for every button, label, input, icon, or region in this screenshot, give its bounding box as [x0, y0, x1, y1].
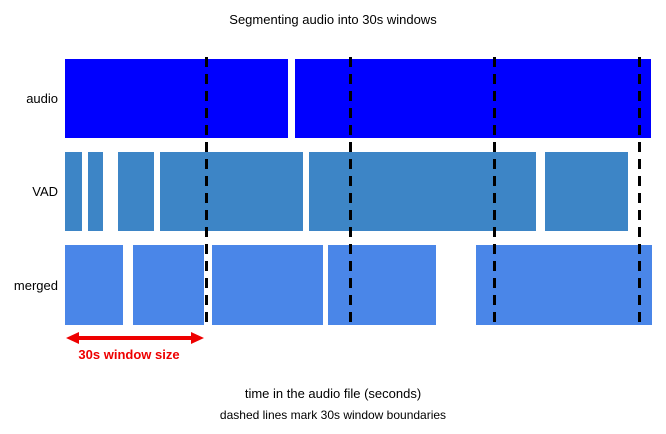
x-axis-label: time in the audio file (seconds)	[244, 386, 422, 401]
bar-segment	[212, 245, 323, 325]
row-label-vad: VAD	[32, 184, 58, 199]
bar-segment	[133, 245, 204, 325]
bar-segment	[88, 152, 103, 231]
arrow-line	[77, 336, 193, 340]
window-boundary-line	[205, 57, 208, 329]
window-boundary-line	[349, 57, 352, 329]
window-size-arrow	[66, 332, 204, 344]
bar-segment	[118, 152, 154, 231]
right-arrowhead-icon	[191, 332, 204, 344]
bar-segment	[160, 152, 303, 231]
left-arrowhead-icon	[66, 332, 79, 344]
bar-segment	[295, 59, 651, 138]
bar-segment	[65, 59, 288, 138]
bar-segment	[309, 152, 536, 231]
bar-segment	[545, 152, 628, 231]
row-label-audio: audio	[26, 91, 58, 106]
row-label-merged: merged	[13, 278, 58, 293]
bar-segment	[476, 245, 652, 325]
bar-segment	[328, 245, 436, 325]
axis-note: dashed lines mark 30s window boundaries	[219, 408, 447, 422]
window-size-label: 30s window size	[78, 347, 180, 362]
bar-segment	[65, 152, 82, 231]
bar-segment	[65, 245, 123, 325]
figure-title: Segmenting audio into 30s windows	[229, 12, 437, 27]
window-boundary-line	[493, 57, 496, 329]
window-boundary-line	[638, 57, 641, 329]
